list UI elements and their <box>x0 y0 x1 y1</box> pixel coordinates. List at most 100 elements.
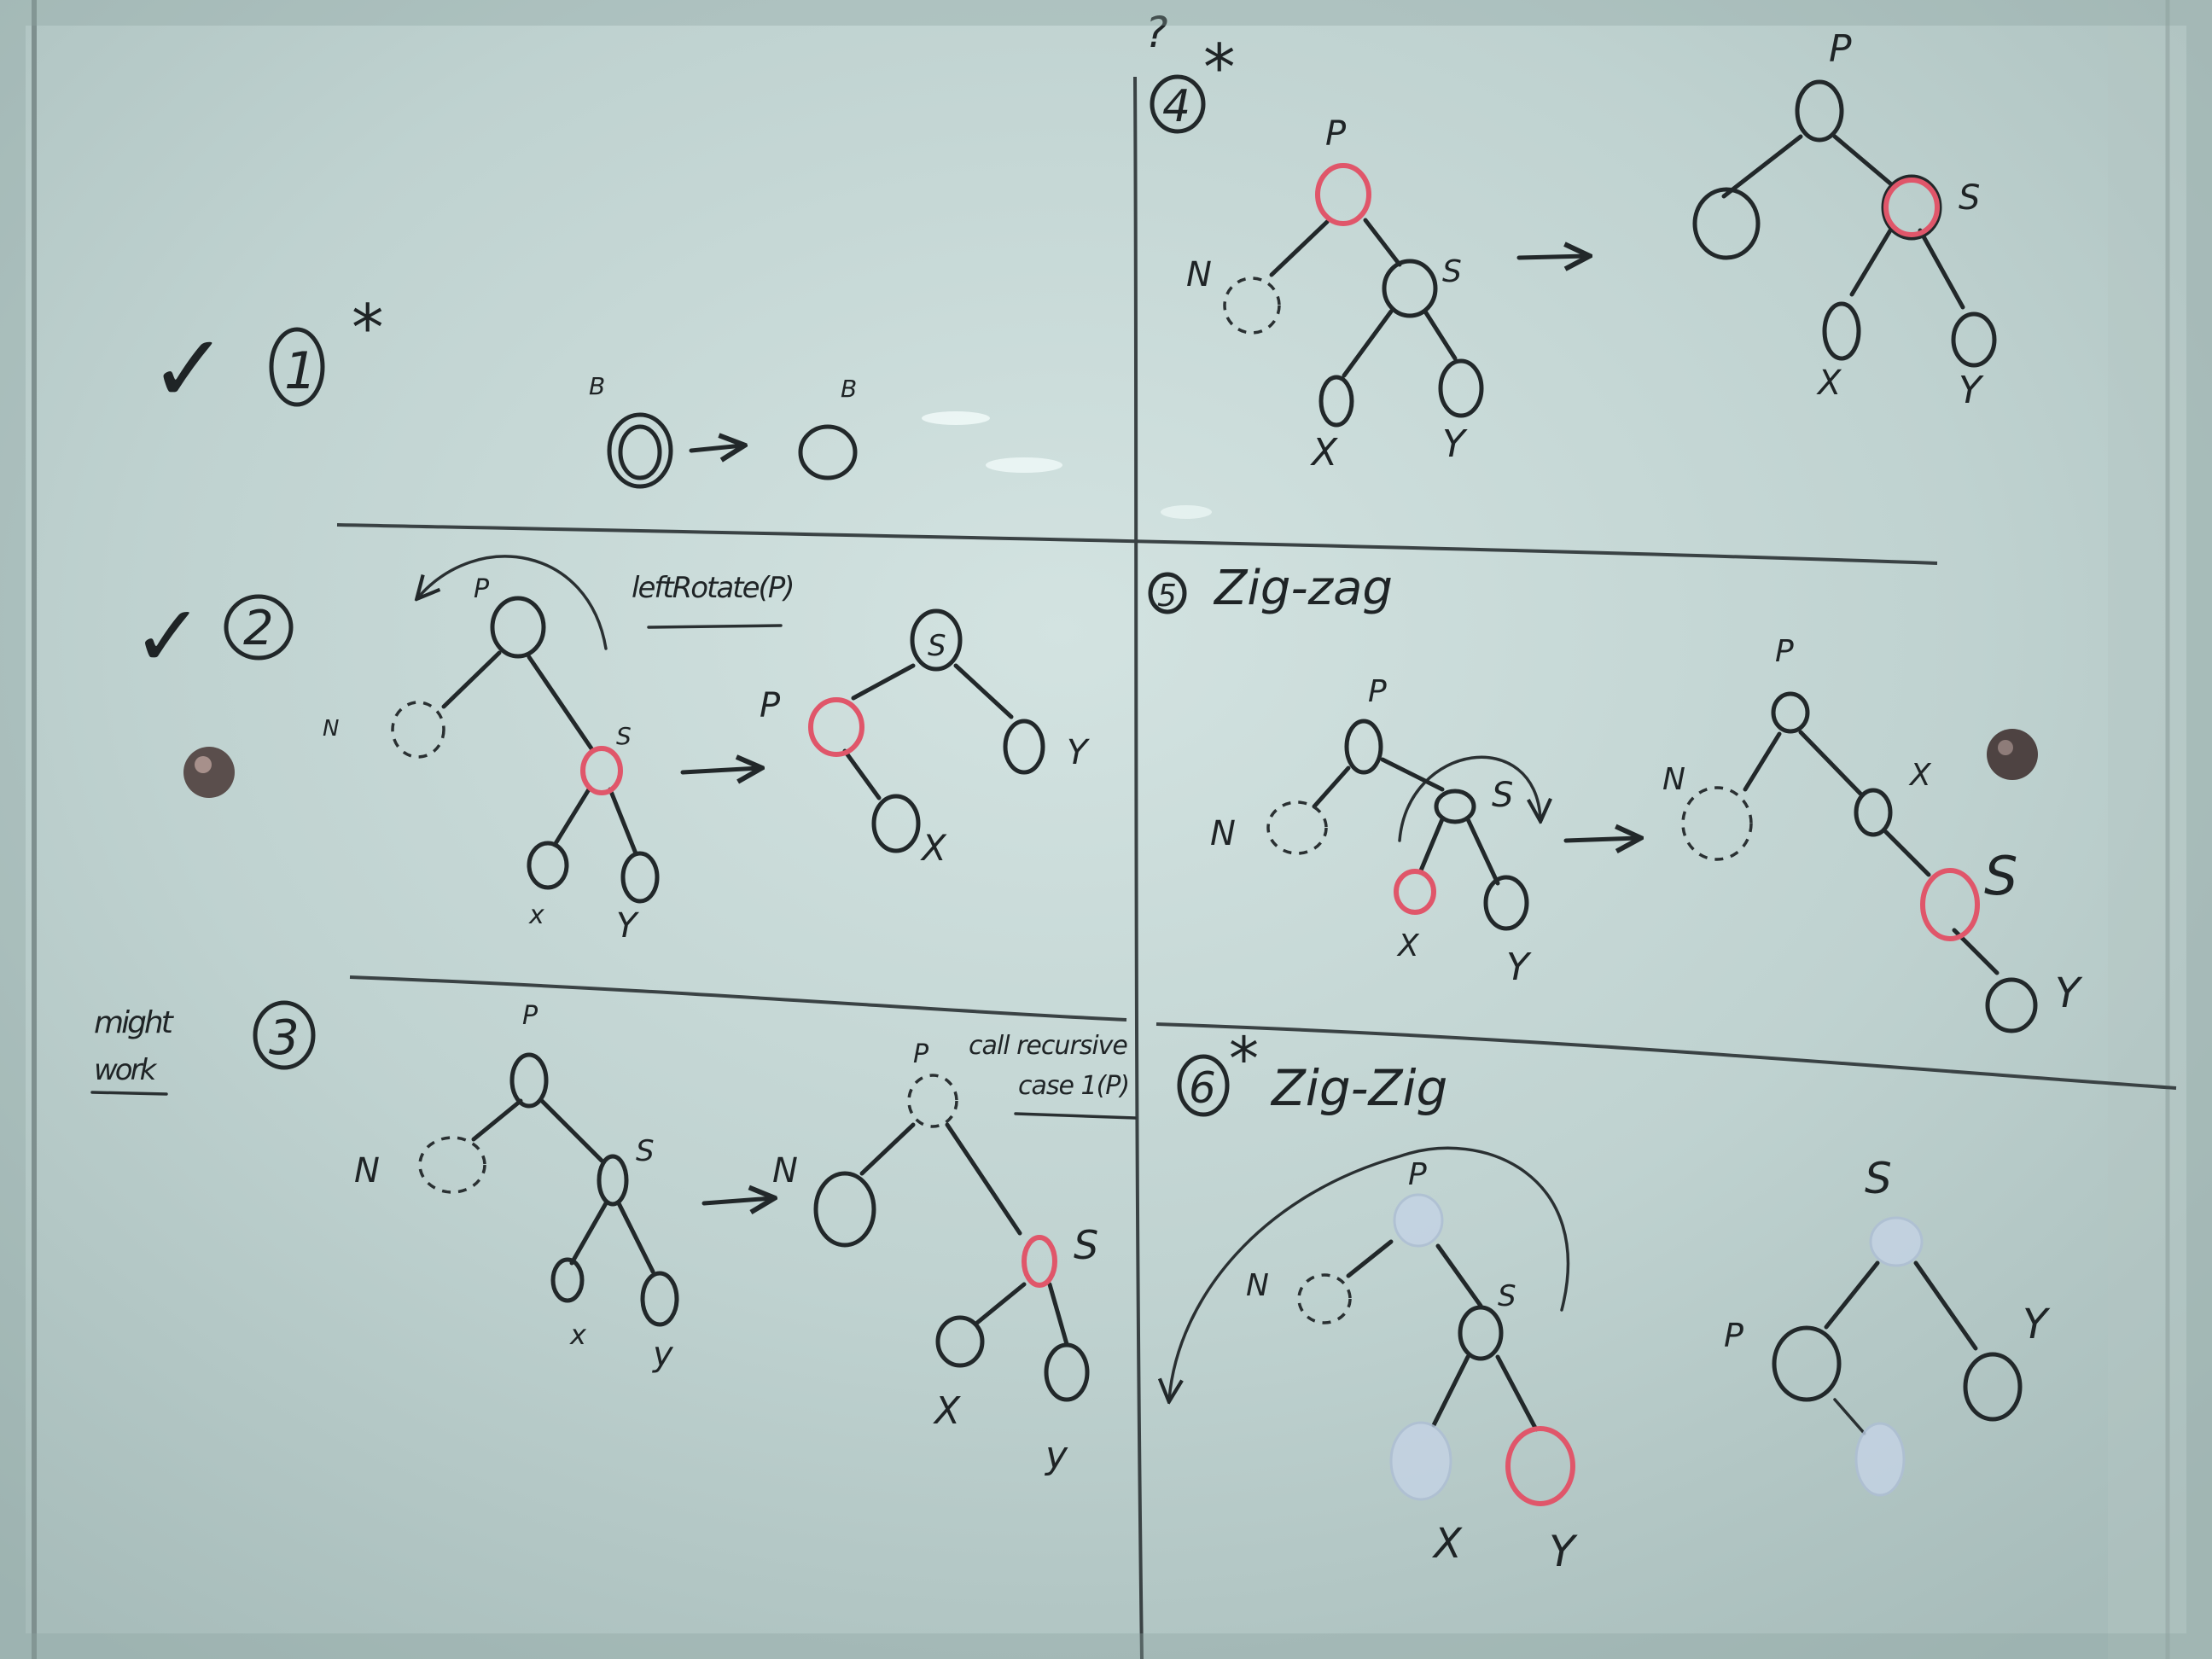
node-label-y: Y <box>1442 422 1468 466</box>
node-n-empty <box>1297 1273 1352 1324</box>
star-mark: * <box>1229 1024 1259 1094</box>
divider-row2-left <box>349 975 1127 1022</box>
node-p <box>1344 719 1383 775</box>
node-sibling <box>1692 187 1761 260</box>
node-y <box>1963 1352 2023 1422</box>
node-n-empty <box>418 1136 486 1194</box>
rotation-arrow <box>1169 1146 1570 1400</box>
node-y <box>1003 719 1045 775</box>
node-label-y: Y <box>1959 369 1984 412</box>
light-glare-3 <box>1161 505 1212 519</box>
node-label-s: S <box>1959 178 1980 218</box>
recursive-note-underline <box>1014 1112 1137 1120</box>
node-label-n: N <box>1662 762 1685 797</box>
node-label-n: N <box>1210 814 1236 853</box>
node-s-blue <box>1869 1216 1924 1267</box>
node-y <box>1044 1342 1090 1402</box>
node-x <box>1318 375 1354 428</box>
arrow <box>680 768 760 772</box>
node-label-n: N <box>354 1151 380 1190</box>
divider-vertical <box>1133 76 1144 1659</box>
case-2: ✓ 2 leftRotate(P) P N S x Y S P X Y <box>132 555 1091 946</box>
node-faint <box>1854 1422 1906 1497</box>
node-p <box>509 1052 549 1109</box>
case-number-circle <box>253 1000 316 1070</box>
case-5: 5 Zig-zag P N S X Y P N X S Y <box>1148 561 2083 1033</box>
case-number-circle <box>1150 74 1206 134</box>
node-label-y: y <box>652 1335 674 1374</box>
node-s <box>1434 789 1476 824</box>
node-label-x: x <box>528 900 544 930</box>
node-x <box>1822 301 1861 361</box>
node-y <box>1438 358 1484 418</box>
side-note-underline <box>90 1091 168 1096</box>
node-label-s: S <box>636 1134 655 1168</box>
tree-edges <box>471 1098 655 1274</box>
case-title: Zig-Zig <box>1270 1059 1447 1117</box>
node-label-p: P <box>474 574 490 604</box>
light-glare-2 <box>986 457 1062 473</box>
arrow <box>1516 256 1587 258</box>
node-label: B <box>589 372 605 400</box>
case-3: might work 3 P N S x y call recursive ca… <box>90 1000 1137 1477</box>
node-label-x: X <box>1816 364 1842 403</box>
node-x <box>527 841 569 890</box>
node-s <box>1382 259 1438 318</box>
case-number-circle <box>1148 572 1187 614</box>
node-label-p: P <box>760 686 781 725</box>
node-label-n: N <box>772 1151 798 1190</box>
node-x <box>550 1257 585 1303</box>
node-y <box>620 851 660 904</box>
node-label-x: X <box>1310 431 1338 474</box>
case-number: 6 <box>1189 1063 1216 1113</box>
node-n-empty <box>1223 276 1281 335</box>
node-label-s: S <box>928 629 946 663</box>
case-number-circle <box>224 594 294 661</box>
node-label: B <box>841 375 857 403</box>
node-label-n: N <box>1246 1268 1269 1303</box>
node-p-red <box>808 697 864 757</box>
case-4: ? * 4 P N S X Y P S X Y <box>1145 8 1997 474</box>
case-number-circle <box>1177 1054 1230 1117</box>
double-black-node <box>607 412 673 489</box>
node-n-empty <box>1681 786 1753 861</box>
check-mark: ✓ <box>132 586 204 686</box>
node-x <box>935 1315 985 1368</box>
node-p <box>490 596 546 659</box>
node-s-red <box>580 746 623 795</box>
node-label-x: X <box>933 1389 961 1433</box>
node-n-empty <box>1266 800 1328 855</box>
node-label-n: N <box>1186 255 1212 294</box>
node-label-s: S <box>1984 845 2017 907</box>
tree-edges <box>1743 730 2000 975</box>
node-x-red <box>1394 869 1436 915</box>
node-y <box>1483 875 1529 931</box>
star-mark: * <box>1203 30 1236 105</box>
node-n <box>813 1171 876 1248</box>
node-x-blue <box>1389 1421 1452 1501</box>
case-title: Zig-zag <box>1213 561 1393 616</box>
node-n-empty <box>391 701 445 759</box>
node-label-s: S <box>1442 254 1462 289</box>
black-node <box>798 424 858 480</box>
star-mark: * <box>352 290 384 365</box>
node-label-x: X <box>1396 928 1420 963</box>
node-s-red <box>1883 178 1940 237</box>
node-label-s: S <box>616 722 632 750</box>
tree-edges <box>1824 1260 1978 1351</box>
node-p-empty <box>907 1074 958 1128</box>
node-s <box>597 1154 629 1207</box>
case-number: 4 <box>1162 81 1190 132</box>
node-p <box>1772 1325 1842 1402</box>
node-label-p: P <box>1775 634 1794 669</box>
node-x <box>1854 788 1893 837</box>
check-mark: ✓ <box>149 314 228 423</box>
node-y <box>640 1271 679 1327</box>
tree-edges <box>1346 1239 1539 1432</box>
node-s-red <box>1022 1235 1057 1288</box>
node-p-red <box>1315 163 1371 226</box>
node-y <box>1951 311 1997 368</box>
rotation-arrow <box>418 555 608 650</box>
node-label-s: S <box>1492 776 1513 815</box>
